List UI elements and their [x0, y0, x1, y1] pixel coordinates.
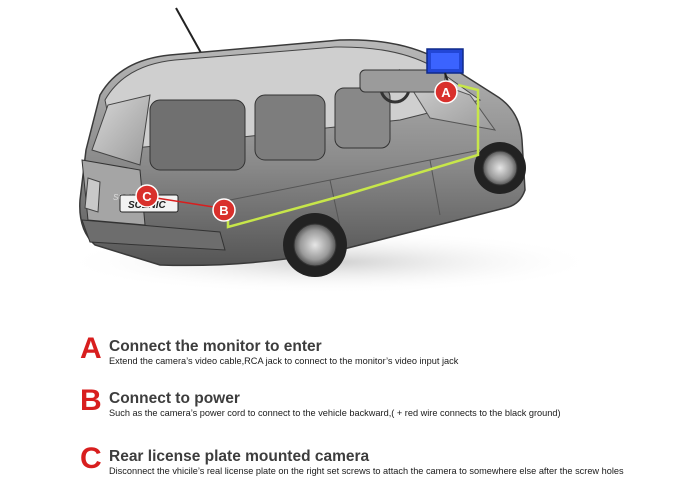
step-b-letter: B	[80, 384, 102, 417]
rear-seat	[149, 99, 246, 171]
car-installation-diagram: SCENIC SCENIC A B C	[60, 7, 600, 294]
front-seat	[334, 87, 391, 149]
rear-bumper	[81, 219, 226, 251]
power-wire	[149, 196, 221, 209]
step-c-description: Disconnect the vhicile’s real license pl…	[109, 466, 624, 476]
monitor-screen	[431, 53, 459, 69]
svg-text:A: A	[441, 85, 451, 100]
step-b-title: Connect to power	[109, 390, 240, 407]
middle-seat	[254, 94, 326, 161]
rear-wheel-rim	[293, 223, 337, 267]
video-cable	[226, 83, 480, 229]
front-wheel-rim	[482, 150, 518, 186]
step-a-title: Connect the monitor to enter	[109, 338, 322, 355]
step-c-title: Rear license plate mounted camera	[109, 448, 370, 465]
marker-a: A	[434, 80, 458, 104]
marker-b: B	[212, 198, 236, 222]
step-c-letter: C	[80, 442, 102, 475]
step-b-description: Such as the camera’s power cord to conne…	[109, 408, 561, 418]
rear-window	[91, 94, 151, 166]
antenna	[175, 7, 206, 61]
svg-text:B: B	[219, 203, 228, 218]
tail-light	[84, 177, 101, 213]
svg-text:C: C	[142, 189, 152, 204]
step-a-description: Extend the camera’s video cable,RCA jack…	[109, 356, 459, 366]
step-a-letter: A	[80, 332, 102, 365]
marker-c: C	[135, 184, 159, 208]
